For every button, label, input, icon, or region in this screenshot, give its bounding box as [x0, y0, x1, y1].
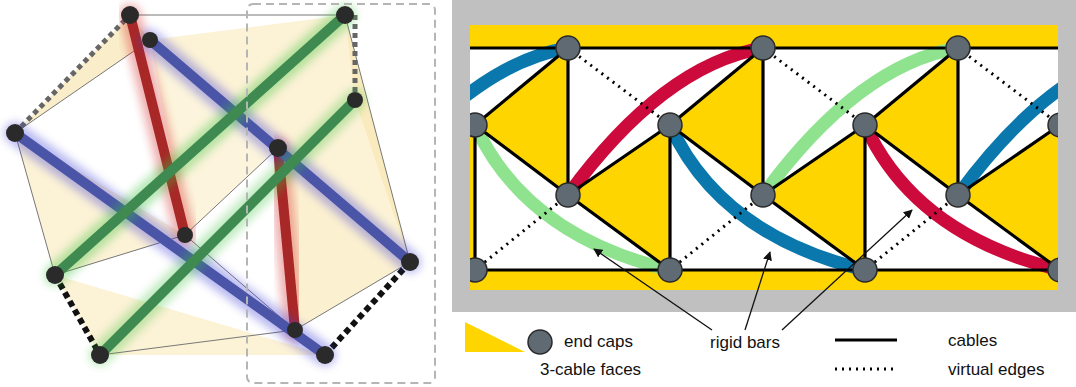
virtual-edge [55, 275, 100, 355]
cable-face [865, 48, 958, 195]
cable [568, 195, 670, 270]
cable [475, 125, 568, 195]
legend-swatch [835, 338, 897, 341]
rigid-bar [470, 125, 475, 270]
cable-face [475, 48, 568, 195]
drawing-part [401, 253, 419, 271]
end-cap [1048, 258, 1058, 282]
virtual-edge [568, 48, 670, 125]
virtual-edge [763, 48, 865, 125]
end-cap [1048, 113, 1058, 137]
cable [958, 125, 1058, 195]
unfolded-net [470, 25, 1058, 290]
drawing-part [130, 15, 345, 16]
end-cap [751, 183, 775, 207]
robot-end-caps [6, 6, 419, 364]
cable [958, 195, 1058, 270]
cable [763, 125, 865, 195]
drawing-part [6, 124, 24, 142]
cable [863, 125, 866, 270]
drawing-part [46, 266, 64, 284]
rigid-bar [865, 125, 1058, 270]
leader-lines [594, 210, 912, 330]
legend-swatch [528, 330, 552, 354]
drawing-part [287, 322, 303, 338]
virtual-edge [353, 15, 358, 100]
cable [865, 125, 958, 195]
drawing-part [316, 346, 334, 364]
robot-illustration [6, 4, 435, 383]
rigid-bar [958, 48, 1058, 195]
drawing-part [465, 322, 525, 352]
virtual-edge [475, 195, 568, 270]
end-cap [658, 113, 682, 137]
dashed-frame [247, 4, 435, 383]
drawing-part [269, 139, 287, 157]
cable [670, 48, 763, 125]
rigid-bar [475, 125, 670, 270]
legend-label: end caps [564, 332, 633, 352]
legend-label: virtual edges [948, 360, 1044, 380]
drawing-part [295, 262, 410, 330]
cable [763, 195, 865, 270]
end-cap [470, 113, 487, 137]
drawing-part [745, 252, 770, 330]
drawing-part [528, 330, 552, 354]
cable [668, 125, 671, 270]
cable-face [470, 125, 475, 270]
cable [475, 48, 568, 125]
end-cap [946, 183, 970, 207]
drawing-part [835, 340, 897, 341]
end-cap [470, 258, 487, 282]
legend-label: cables [948, 331, 997, 351]
drawing-part [336, 6, 354, 24]
cable [865, 48, 958, 125]
end-cap [751, 36, 775, 60]
drawing-part [100, 100, 355, 355]
drawing-part [782, 210, 912, 330]
rigid-bar [568, 48, 763, 195]
drawing-part [100, 100, 355, 355]
bars [15, 15, 410, 355]
cable [473, 125, 476, 270]
net-ground [470, 25, 1058, 290]
virtual-edge [865, 195, 958, 270]
drawing-part [121, 6, 139, 24]
cable [568, 125, 670, 195]
legend-swatch [835, 368, 897, 371]
drawing-part [594, 249, 712, 330]
annotation-label: rigid bars [710, 333, 780, 353]
cable [761, 48, 764, 195]
drawing-part [142, 32, 158, 48]
face-band [470, 270, 1058, 290]
cable [956, 48, 959, 195]
cable [670, 125, 763, 195]
cable-lines [15, 15, 410, 355]
cable [566, 48, 569, 195]
cable-face [670, 48, 763, 195]
legend-label: 3-cable faces [540, 360, 641, 380]
drawing-part [177, 227, 193, 243]
legend-swatch [465, 322, 525, 352]
end-cap [658, 258, 682, 282]
drawing-part [347, 92, 363, 108]
virtual-edge [15, 15, 130, 133]
rigid-bar [763, 48, 958, 195]
drawing-part [91, 346, 109, 364]
virtual-edge [958, 48, 1058, 125]
end-cap [853, 113, 877, 137]
drawing-part [835, 369, 897, 370]
end-cap [556, 183, 580, 207]
virtual-edge [670, 195, 763, 270]
rigid-bar [470, 48, 568, 195]
virtual-edge [325, 262, 410, 355]
rigid-bar [670, 125, 865, 270]
end-cap [946, 36, 970, 60]
end-cap [556, 36, 580, 60]
